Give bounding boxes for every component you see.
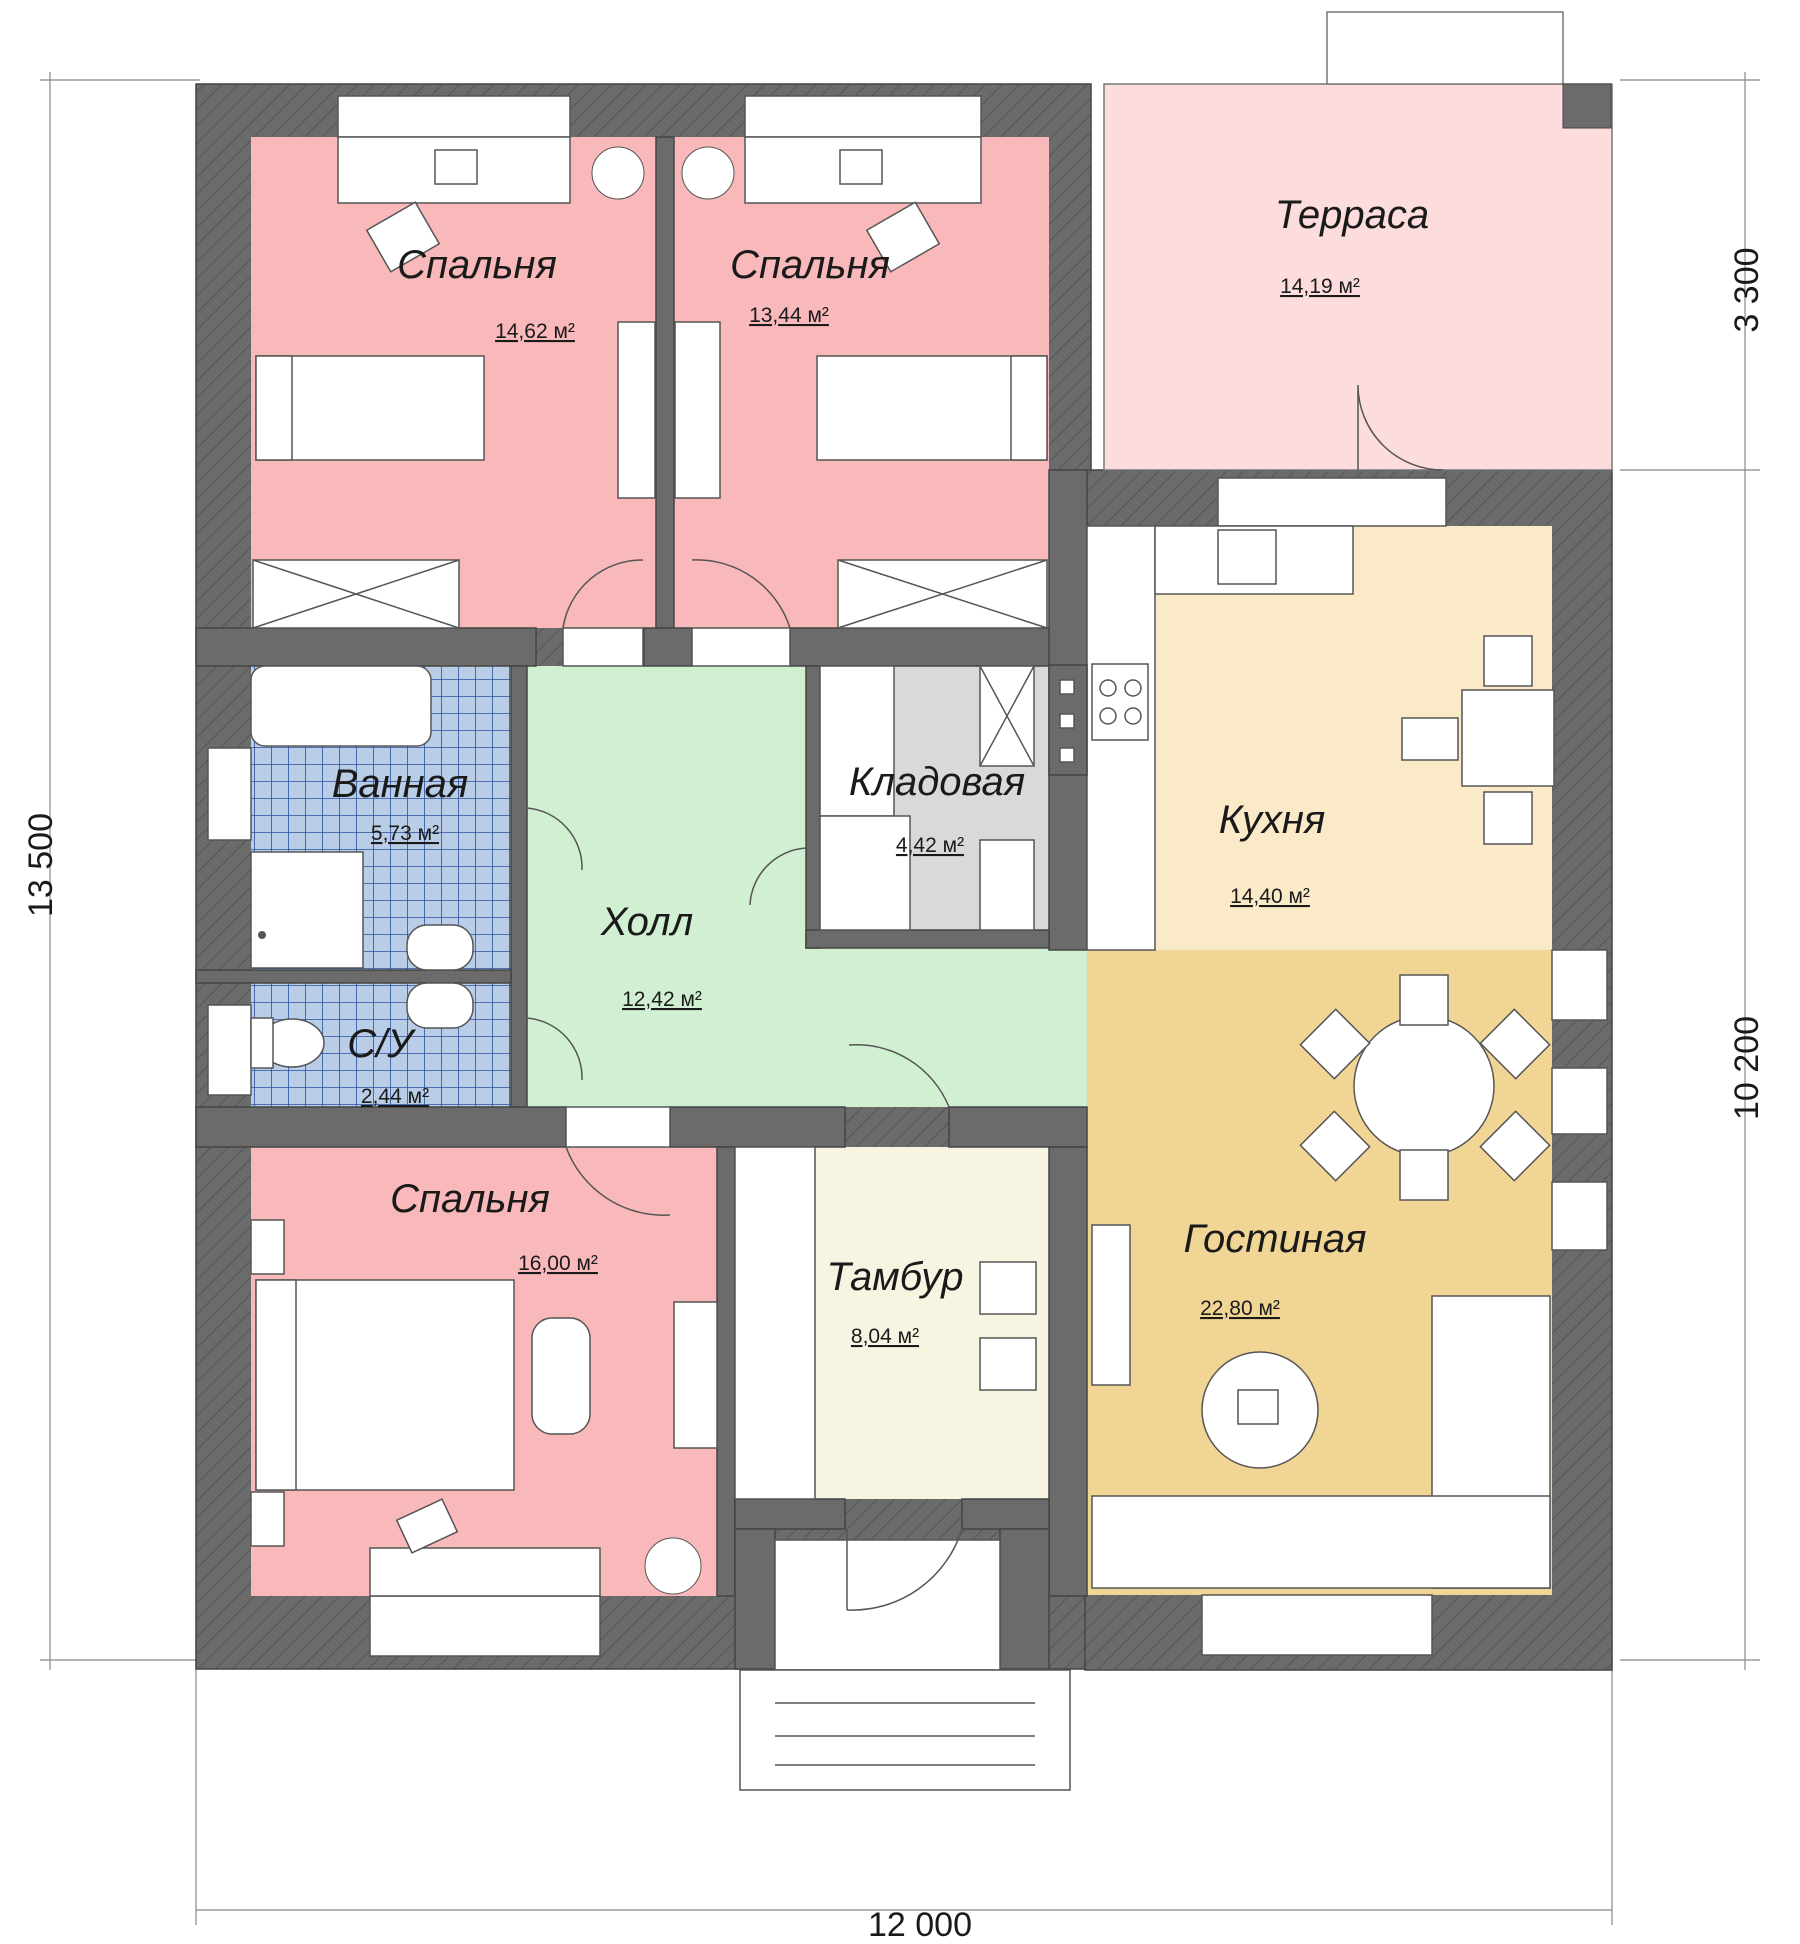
dim-total-height: 13 500 [22, 813, 60, 917]
room-name-bedroom1: Спальня [397, 243, 557, 287]
room-name-terrace: Терраса [1275, 193, 1429, 237]
entrance-porch [734, 1528, 1071, 1791]
room-area-living: 22,80 м² [1200, 1297, 1280, 1320]
room-area-bedroom1: 14,62 м² [495, 320, 575, 343]
dim-terrace-depth: 3 300 [1728, 247, 1766, 332]
windows [207, 95, 1608, 1657]
dim-house-depth: 10 200 [1728, 1016, 1766, 1120]
room-name-bathroom: Ванная [332, 762, 469, 806]
room-area-bathroom: 5,73 м² [371, 822, 439, 845]
room-name-wc: С/У [347, 1022, 416, 1066]
dimension-lines [40, 72, 1760, 1925]
furniture [250, 136, 1555, 1597]
room-name-living: Гостиная [1184, 1217, 1367, 1261]
room-name-bedroom3: Спальня [390, 1177, 550, 1221]
room-area-bedroom2: 13,44 м² [749, 304, 829, 327]
room-area-hall: 12,42 м² [622, 988, 702, 1011]
room-name-bedroom2: Спальня [730, 243, 890, 287]
room-area-pantry: 4,42 м² [896, 834, 964, 857]
room-area-bedroom3: 16,00 м² [518, 1252, 598, 1275]
room-name-pantry: Кладовая [849, 760, 1025, 804]
dim-total-width: 12 000 [868, 1906, 972, 1944]
room-name-vestibule: Тамбур [826, 1255, 963, 1299]
room-area-wc: 2,44 м² [361, 1085, 429, 1108]
room-name-kitchen: Кухня [1219, 798, 1326, 842]
room-area-terrace: 14,19 м² [1280, 275, 1360, 298]
room-area-vestibule: 8,04 м² [851, 1325, 919, 1348]
room-name-hall: Холл [600, 900, 693, 944]
terrace [1103, 11, 1613, 471]
doors [526, 559, 950, 1216]
room-area-kitchen: 14,40 м² [1230, 885, 1310, 908]
room-labels: Спальня 14,62 м² Спальня 13,44 м² Террас… [332, 193, 1429, 1348]
